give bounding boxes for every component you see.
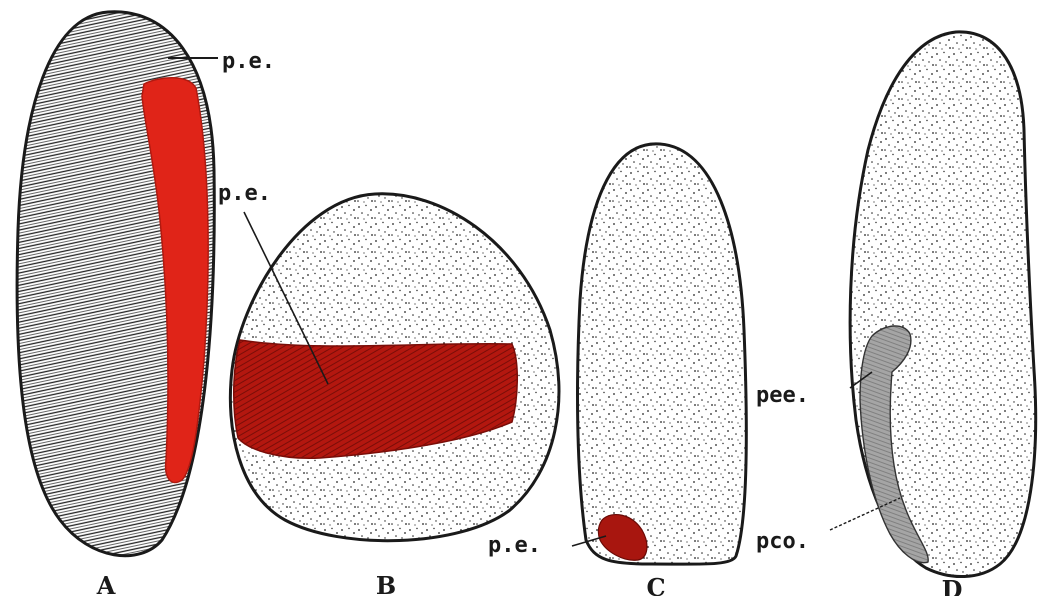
figure-b-pe-annotation: p.e. <box>218 181 271 206</box>
figure-c-seed <box>572 144 746 564</box>
figure-d-seed <box>830 32 1036 577</box>
figure-label-c: C <box>646 573 665 596</box>
figure-d-pee-annotation: pee. <box>756 383 809 408</box>
figure-c-pe-annotation: p.e. <box>488 533 541 558</box>
figure-d-pco-annotation: pco. <box>756 529 809 554</box>
figure-label-d: D <box>942 575 963 596</box>
figure-label-b: B <box>376 571 396 596</box>
figure-a-seed <box>17 12 218 556</box>
figure-label-a: A <box>96 571 116 596</box>
figure-a-pe-annotation: p.e. <box>222 49 275 74</box>
figure-c-seed-body <box>578 144 747 564</box>
figure-b-seed <box>230 194 559 541</box>
